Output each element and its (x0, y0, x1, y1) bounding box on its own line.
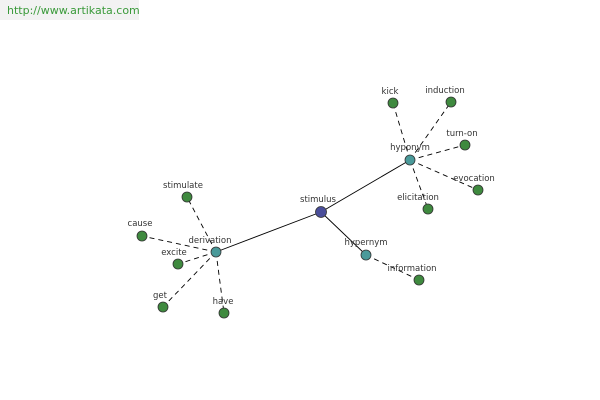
edge-hyponym-induction (409, 101, 452, 161)
edge-hyponym-evocation (409, 159, 479, 191)
label-derivation[interactable]: derivation (188, 236, 231, 246)
label-excite[interactable]: excite (161, 248, 187, 258)
nodes-layer (136, 96, 484, 319)
node-hyponym[interactable] (404, 154, 416, 166)
edge-hyponym-turn-on (409, 144, 466, 161)
node-evocation[interactable] (472, 184, 484, 196)
node-hypernym[interactable] (360, 249, 372, 261)
node-information[interactable] (413, 274, 425, 286)
node-stimulate[interactable] (181, 191, 193, 203)
edge-hyponym-kick (392, 102, 411, 161)
label-kick[interactable]: kick (382, 87, 399, 97)
labels-layer: stimulus hyponym derivation hypernym kick ind… (128, 86, 495, 307)
edge-derivation-excite (177, 251, 217, 265)
edge-derivation-get (162, 251, 217, 308)
edge-hypernym-information (365, 254, 420, 281)
label-hypernym[interactable]: hypernym (344, 238, 387, 248)
node-turn-on[interactable] (459, 139, 471, 151)
node-cause[interactable] (136, 230, 148, 242)
node-get[interactable] (157, 301, 169, 313)
node-have[interactable] (218, 307, 230, 319)
label-evocation[interactable]: evocation (453, 174, 495, 184)
site-link[interactable]: http://www.artikata.com (0, 0, 140, 20)
label-have[interactable]: have (213, 297, 234, 307)
label-cause[interactable]: cause (128, 219, 153, 229)
label-stimulate[interactable]: stimulate (163, 181, 203, 191)
edge-stimulus-derivation (215, 211, 322, 253)
label-information[interactable]: information (387, 264, 436, 274)
edge-derivation-cause (141, 235, 217, 253)
label-stimulus[interactable]: stimulus (300, 195, 337, 205)
edge-stimulus-hyponym (320, 159, 411, 213)
node-elicitation[interactable] (422, 203, 434, 215)
node-stimulus[interactable] (315, 206, 327, 218)
edges-layer (141, 101, 479, 314)
edge-derivation-stimulate (186, 196, 217, 253)
label-induction[interactable]: induction (425, 86, 465, 96)
node-kick[interactable] (387, 97, 399, 109)
node-derivation[interactable] (210, 246, 222, 258)
label-get[interactable]: get (153, 291, 168, 301)
label-turn-on[interactable]: turn-on (446, 129, 477, 139)
node-induction[interactable] (445, 96, 457, 108)
label-elicitation[interactable]: elicitation (397, 193, 439, 203)
node-excite[interactable] (172, 258, 184, 270)
edge-stimulus-hypernym (320, 211, 367, 256)
label-hyponym[interactable]: hyponym (390, 143, 430, 153)
edge-derivation-have (215, 251, 225, 314)
